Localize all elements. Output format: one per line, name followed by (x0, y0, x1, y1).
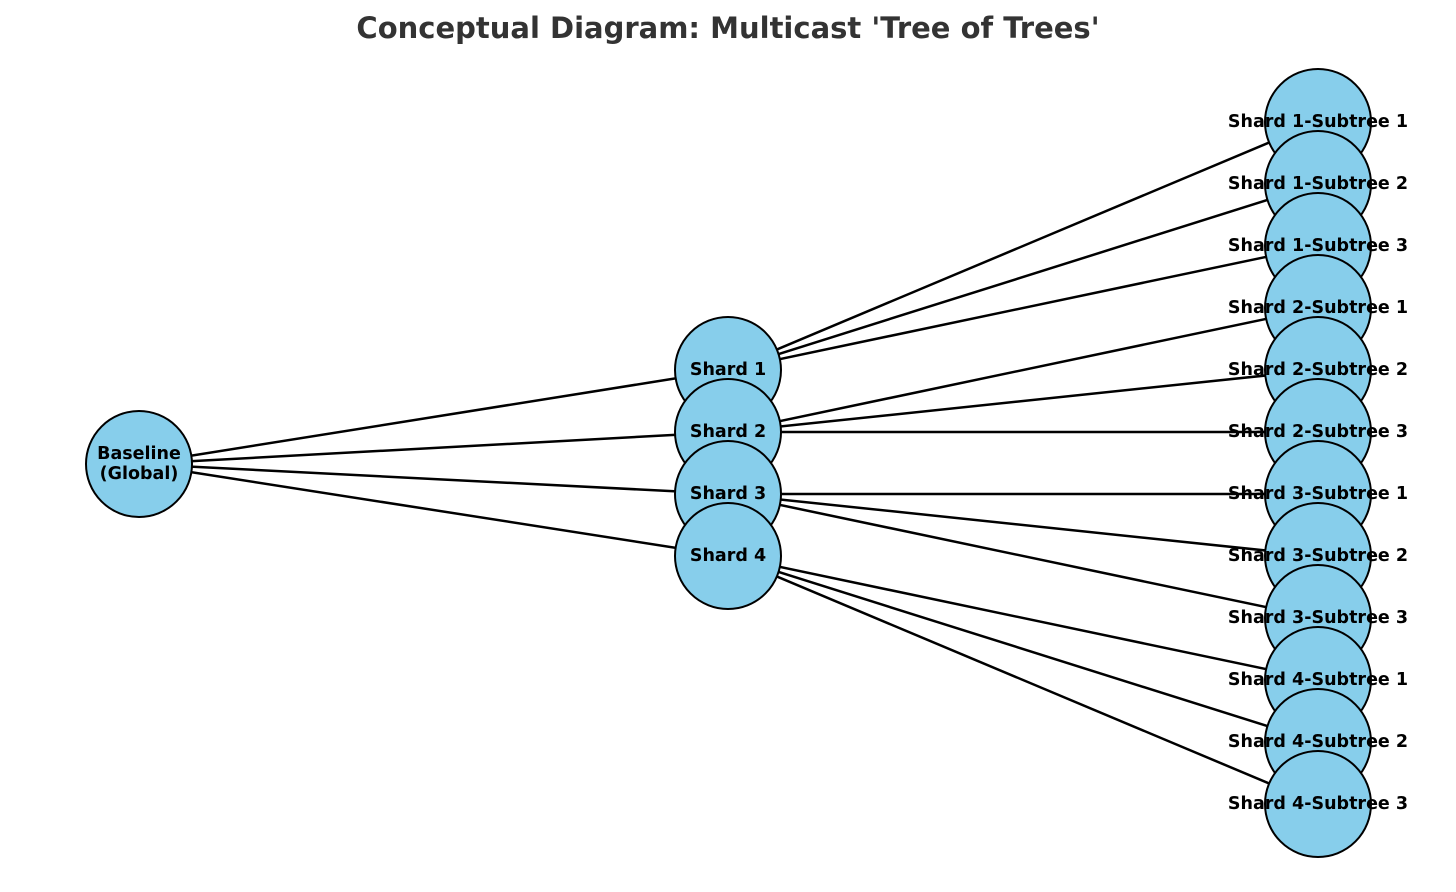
subtree-node-3-3-label: Shard 3-Subtree 3 (1228, 608, 1408, 628)
shard-node-4-label: Shard 4 (690, 546, 766, 566)
shard-node-4: Shard 4 (674, 502, 782, 610)
subtree-node-4-3-circle (1264, 750, 1372, 858)
subtree-node-1-2-label: Shard 1-Subtree 2 (1228, 174, 1408, 194)
edge-shard-1-to-subtree-2 (727, 182, 1319, 372)
subtree-node-4-3: Shard 4-Subtree 3 (1228, 750, 1408, 858)
subtree-node-4-2-label: Shard 4-Subtree 2 (1228, 732, 1408, 752)
edge-root-to-shard-2 (138, 430, 729, 466)
edges-layer (138, 120, 1319, 806)
edge-shard-1-to-subtree-1 (727, 120, 1319, 372)
edge-root-to-shard-3 (138, 462, 729, 496)
edge-shard-3-to-subtree-3 (727, 492, 1319, 620)
edge-shard-2-to-subtree-2 (727, 368, 1319, 434)
nodes-layer: Baseline(Global) Shard 1 Shard 2 Shard 3 Sha… (85, 68, 1408, 858)
subtree-node-2-1-label: Shard 2-Subtree 1 (1228, 298, 1408, 318)
diagram-title: Conceptual Diagram: Multicast 'Tree of T… (356, 11, 1099, 45)
root-node-baseline: Baseline(Global) (85, 410, 193, 518)
subtree-node-2-2-label: Shard 2-Subtree 2 (1228, 360, 1408, 380)
subtree-node-1-3-label: Shard 1-Subtree 3 (1228, 236, 1408, 256)
edge-shard-2-to-subtree-1 (727, 306, 1319, 434)
edge-shard-3-to-subtree-2 (727, 492, 1319, 558)
edge-shard-1-to-subtree-3 (727, 244, 1319, 372)
edge-root-to-shard-1 (138, 368, 729, 466)
edge-shard-4-to-subtree-2 (727, 554, 1319, 744)
shard-node-1-label: Shard 1 (690, 360, 766, 380)
edge-root-to-shard-4 (138, 462, 729, 558)
edge-shard-4-to-subtree-1 (727, 554, 1319, 682)
subtree-node-3-2-label: Shard 3-Subtree 2 (1228, 546, 1408, 566)
subtree-node-2-3-label: Shard 2-Subtree 3 (1228, 422, 1408, 442)
subtree-node-4-3-label: Shard 4-Subtree 3 (1228, 794, 1408, 814)
subtree-node-3-1-label: Shard 3-Subtree 1 (1228, 484, 1408, 504)
subtree-node-1-1-label: Shard 1-Subtree 1 (1228, 112, 1408, 132)
edge-shard-4-to-subtree-3 (727, 554, 1319, 806)
subtree-node-4-1-label: Shard 4-Subtree 1 (1228, 670, 1408, 690)
shard-node-3-label: Shard 3 (690, 484, 766, 504)
root-node-baseline-label: Baseline (97, 444, 181, 464)
root-node-baseline-circle (85, 410, 193, 518)
root-node-baseline-label: (Global) (100, 464, 179, 484)
shard-node-2-label: Shard 2 (690, 422, 766, 442)
shard-node-4-circle (674, 502, 782, 610)
